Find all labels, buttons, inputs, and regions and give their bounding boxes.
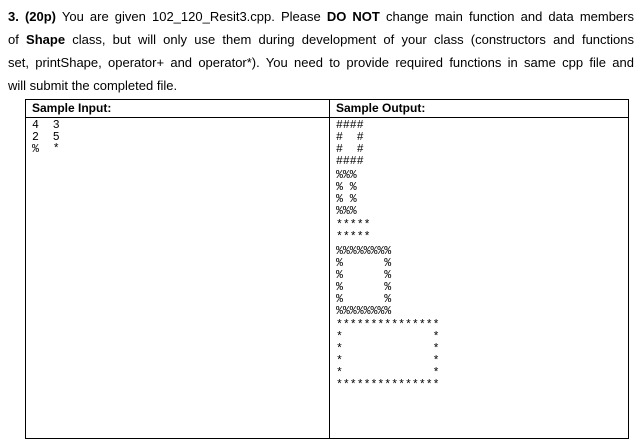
sample-input-header: Sample Input: (26, 100, 330, 117)
table-body-row: 4 3 2 5 % * #### # # # # #### %%% % % % … (26, 118, 628, 438)
question-segment: You are given 102_120_Resit3.cpp. Please (56, 9, 327, 24)
question-segment: change main function and data members (379, 9, 634, 24)
question-line-4: will submit the completed file. (8, 74, 634, 97)
sample-output-header: Sample Output: (336, 101, 426, 115)
sample-io-table: Sample Input: Sample Output: 4 3 2 5 % *… (25, 99, 629, 439)
question-line-3: set, printShape, operator+ and operator*… (8, 51, 634, 74)
question-segment: of (8, 32, 27, 47)
question-text: 3. (20p) You are given 102_120_Resit3.cp… (0, 0, 641, 97)
question-line-1: 3. (20p) You are given 102_120_Resit3.cp… (8, 5, 634, 28)
sample-input-text: 4 3 2 5 % * (32, 119, 60, 156)
ascii-shape-star-rectangle-large: *************** * * * * * * * * ********… (336, 319, 440, 392)
shape-class-emphasis: Shape (26, 32, 66, 47)
sample-output-cell: #### # # # # #### %%% % % % % %%% ***** … (330, 118, 628, 438)
question-segment: class, but will only use them during dev… (65, 32, 634, 47)
question-number-points: 3. (20p) (8, 9, 57, 24)
ascii-shape-percent-rectangle-small: %%% % % % % %%% (336, 169, 357, 218)
ascii-shape-hash-rectangle: #### # # # # #### (336, 119, 364, 168)
sample-input-cell: 4 3 2 5 % * (26, 118, 330, 438)
question-segment: set, printShape, operator+ and operator*… (8, 55, 634, 70)
ascii-shape-star-block: ***** ***** (336, 219, 371, 244)
table-header-row: Sample Input: Sample Output: (26, 100, 628, 118)
ascii-shape-percent-rectangle-large: %%%%%%%% % % % % % % % % %%%%%%%% (336, 245, 392, 318)
question-line-2: of Shape class, but will only use them d… (8, 28, 634, 51)
question-segment: will submit the completed file. (8, 78, 178, 93)
do-not-emphasis: DO NOT (326, 9, 380, 24)
